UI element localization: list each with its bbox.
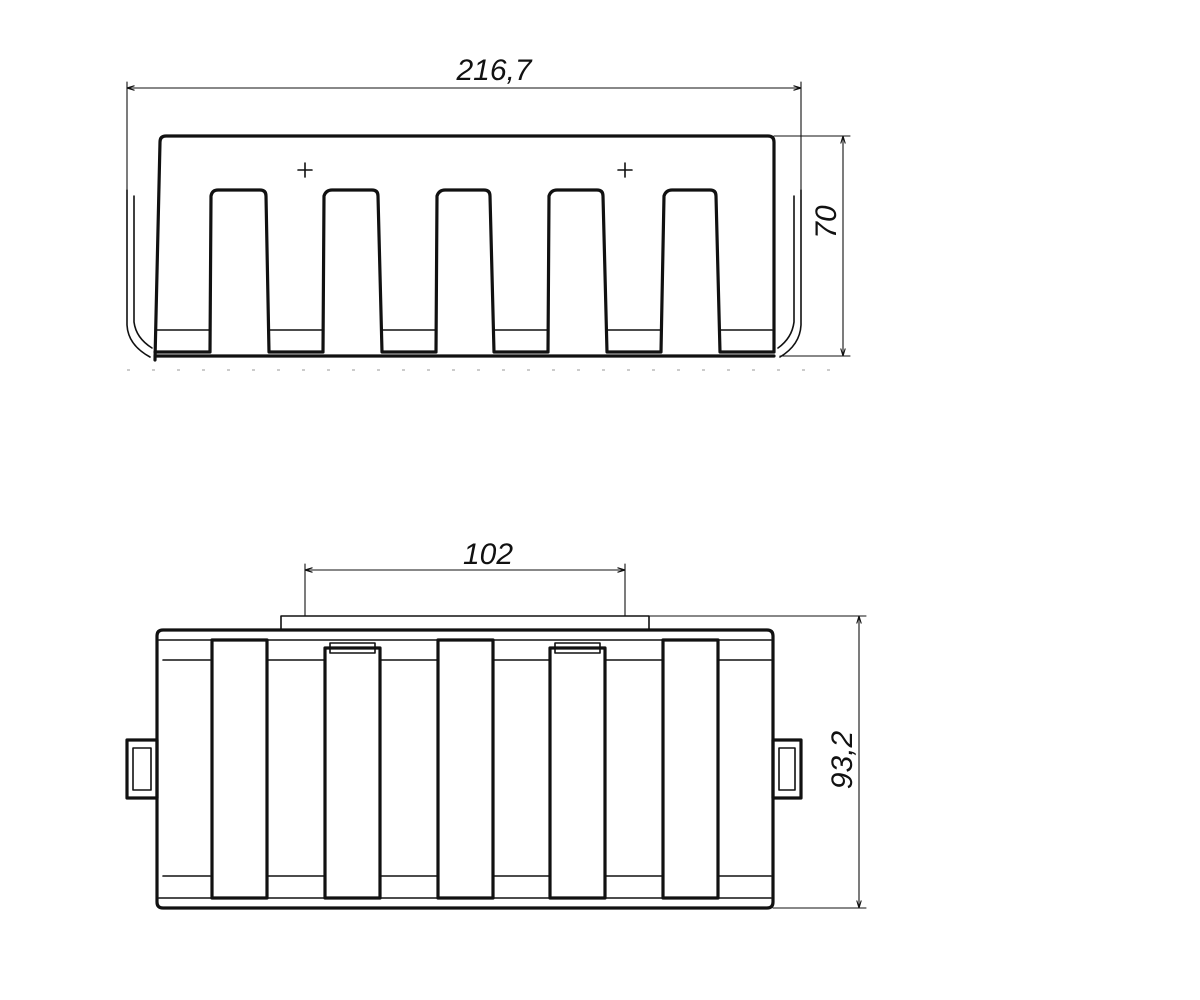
dimension-height-label: 70	[810, 205, 843, 239]
dimension-depth: 93,2	[648, 615, 867, 909]
mounting-hole-left-icon	[297, 162, 313, 178]
front-view-left-hook	[126, 189, 153, 358]
front-view-bottom-rails	[153, 329, 776, 358]
dimension-bracket-width: 102	[304, 538, 626, 617]
slat	[436, 638, 495, 900]
top-view-frame	[155, 628, 775, 910]
slat	[661, 638, 720, 900]
mounting-hole-right-icon	[617, 162, 633, 178]
top-view-mounting-bracket	[280, 615, 650, 631]
front-view-body-outline	[153, 134, 776, 362]
dimension-bracket-width-label: 102	[463, 538, 513, 571]
slat	[548, 646, 607, 900]
top-view: 102 93,2	[125, 538, 867, 910]
front-view-right-hook	[777, 189, 802, 358]
dimension-width: 216,7	[126, 54, 802, 191]
slat	[323, 646, 382, 900]
dimension-width-label: 216,7	[455, 54, 532, 87]
dimension-height: 70	[773, 135, 851, 357]
top-view-slats	[210, 638, 772, 900]
front-view: 216,7 70	[126, 54, 851, 371]
top-view-left-tab	[125, 738, 159, 800]
dimension-depth-label: 93,2	[826, 730, 859, 789]
slat	[210, 638, 269, 900]
top-view-right-tab	[771, 738, 803, 800]
